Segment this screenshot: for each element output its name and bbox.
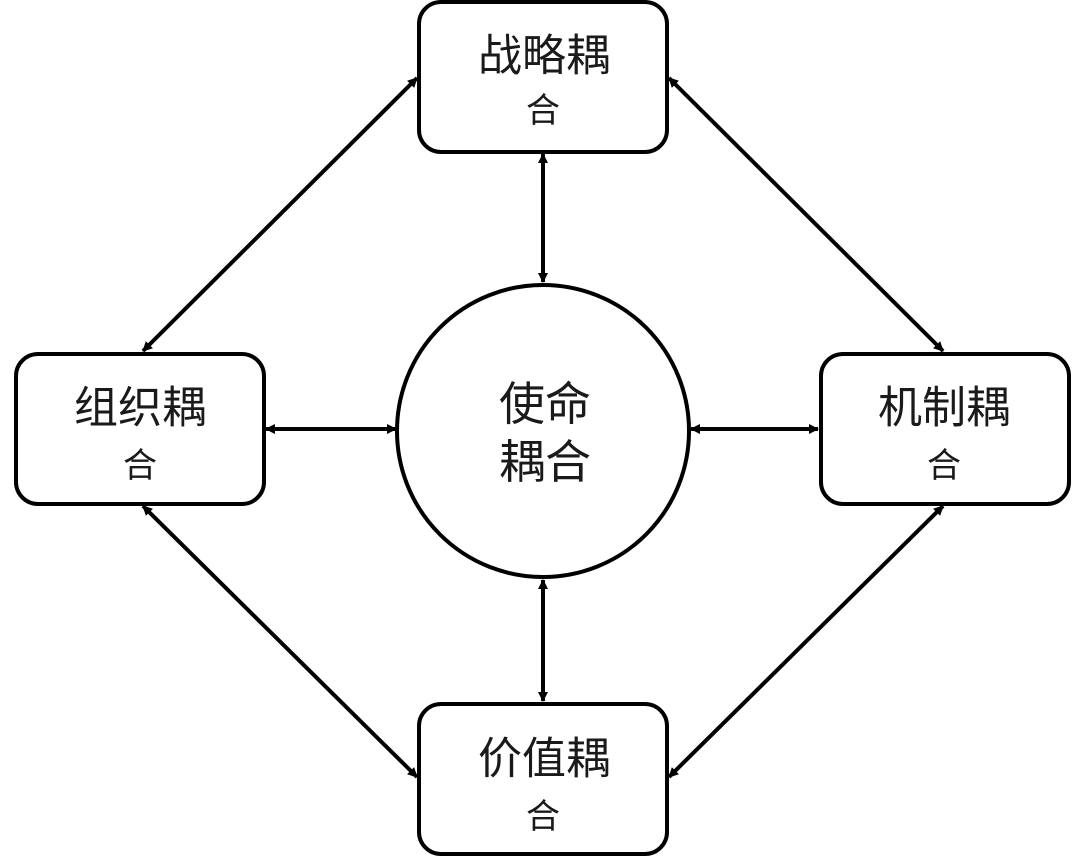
organization-label-line1: 组织耦 <box>74 383 206 434</box>
organization-box <box>14 352 266 506</box>
strategy-label-line2: 合 <box>526 91 560 131</box>
mission-label-line1: 使命 <box>499 377 591 431</box>
strategy-box <box>417 0 669 154</box>
strategy-label-line1: 战略耦 <box>478 31 610 82</box>
edges <box>141 76 945 779</box>
organization-label-line2: 合 <box>123 446 157 486</box>
edge-mechanism-value <box>667 504 945 779</box>
node-mission: 使命 耦合 <box>395 283 691 579</box>
value-box <box>417 702 669 856</box>
mission-label-line2: 耦合 <box>499 435 591 489</box>
node-strategy: 战略耦 合 <box>417 0 669 154</box>
value-label-line2: 合 <box>526 797 560 837</box>
value-label-line1: 价值耦 <box>478 734 610 785</box>
mission-circle <box>395 283 691 579</box>
node-mechanism: 机制耦 合 <box>819 352 1071 506</box>
mechanism-label-line2: 合 <box>927 446 961 486</box>
node-value: 价值耦 合 <box>417 702 669 856</box>
mechanism-box <box>819 352 1071 506</box>
node-organization: 组织耦 合 <box>14 352 266 506</box>
edge-strategy-organization <box>141 76 419 353</box>
edge-organization-value <box>141 504 419 779</box>
edge-strategy-mechanism <box>667 76 945 353</box>
mechanism-label-line1: 机制耦 <box>878 383 1010 434</box>
